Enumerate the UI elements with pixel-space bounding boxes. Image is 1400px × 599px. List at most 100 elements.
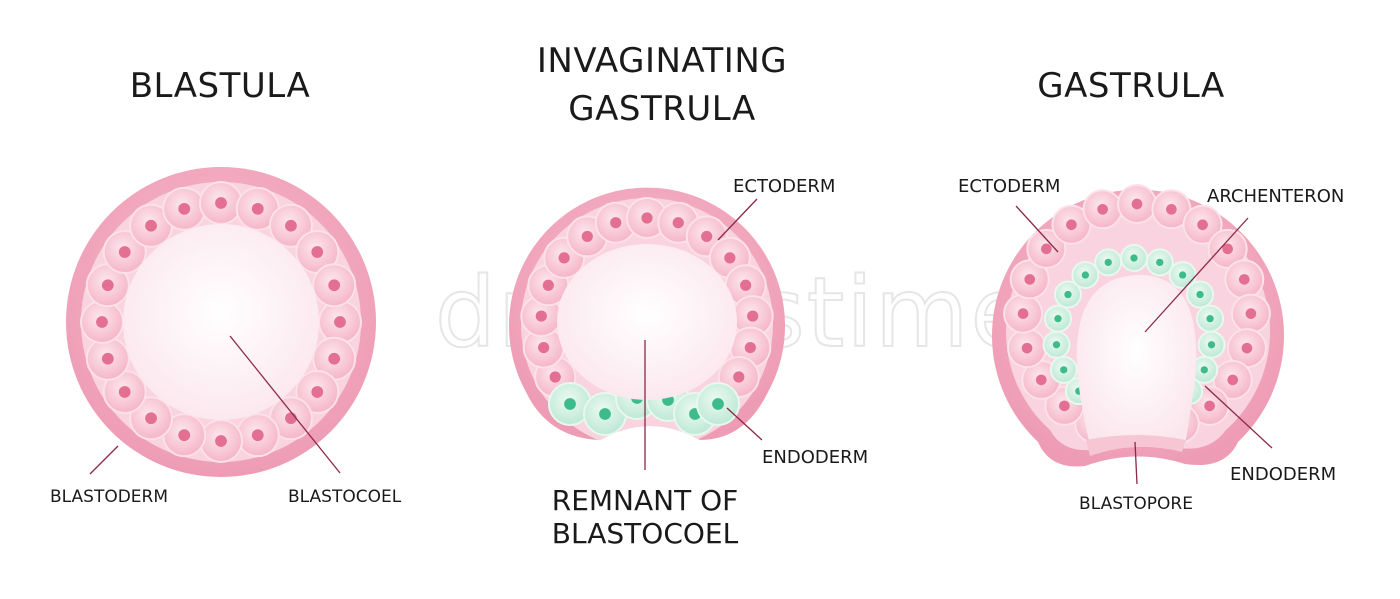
ectoderm-cell-nucleus: [1238, 274, 1250, 285]
endoderm-cell-nucleus: [712, 398, 724, 410]
ectoderm-cell-nucleus: [1222, 243, 1233, 255]
ectoderm-cell-nucleus: [538, 341, 550, 354]
remnant-blastocoel-cavity: [557, 244, 737, 400]
invaginating-title-line1: INVAGINATING: [537, 41, 787, 81]
endoderm-cell-nucleus: [1052, 341, 1061, 349]
endoderm-cell-nucleus: [599, 408, 611, 420]
ectoderm-cell-nucleus: [542, 279, 554, 291]
invaginating-title-line2: GASTRULA: [568, 89, 755, 129]
blastoderm-leader-line: [89, 445, 119, 475]
archenteron-label: ARCHENTERON: [1207, 186, 1344, 207]
ectoderm-cell-nucleus: [549, 371, 561, 383]
blastoderm-cell-nucleus: [178, 429, 191, 442]
blastoderm-cell-nucleus: [334, 316, 346, 328]
ectoderm-cell-nucleus: [1227, 374, 1239, 386]
endoderm-cell-nucleus: [1196, 290, 1204, 299]
blastocoel-label: BLASTOCOEL: [288, 487, 402, 507]
ectoderm-cell-nucleus: [1017, 308, 1029, 319]
ectoderm-cell-nucleus: [610, 217, 622, 229]
ectoderm-cell-nucleus: [535, 310, 547, 322]
ectoderm-cell-nucleus: [740, 279, 752, 291]
endoderm-leader-line-right: [1204, 385, 1273, 449]
ectoderm-cell-nucleus: [1035, 374, 1047, 386]
blastoderm-cell-nucleus: [96, 316, 108, 328]
endoderm-cell-nucleus: [1060, 366, 1068, 374]
ectoderm-label-mid: ECTODERM: [733, 176, 835, 197]
archenteron-cavity: [1076, 274, 1197, 445]
ectoderm-cell-nucleus: [733, 371, 745, 383]
endoderm-cell-nucleus: [1206, 315, 1214, 323]
endoderm-leader-line-mid: [726, 407, 763, 441]
blastoderm-cell-nucleus: [251, 429, 264, 442]
ectoderm-cell-nucleus: [672, 217, 684, 229]
endoderm-cell-nucleus: [1178, 271, 1187, 279]
endoderm-cell-nucleus: [1156, 258, 1164, 267]
blastoderm-cell-nucleus: [101, 279, 114, 292]
ectoderm-cell-nucleus: [747, 310, 759, 322]
blastoderm-cell-nucleus: [145, 219, 157, 232]
ectoderm-leader-line-mid: [717, 198, 758, 241]
blastopore-leader-line: [1134, 441, 1138, 485]
remnant-label-line1: REMNANT OF: [552, 484, 739, 517]
ectoderm-cell-nucleus: [1204, 400, 1215, 412]
endoderm-label-mid: ENDODERM: [762, 447, 868, 468]
ectoderm-cell-nucleus: [1066, 219, 1077, 231]
ectoderm-leader-line-right: [1015, 205, 1059, 253]
ectoderm-cell-nucleus: [1041, 243, 1052, 255]
endoderm-label-right: ENDODERM: [1230, 464, 1336, 485]
blastoderm-cell-nucleus: [118, 246, 131, 258]
endoderm-cell-nucleus: [1200, 366, 1208, 374]
blastoderm-cell-nucleus: [178, 202, 191, 215]
ectoderm-cell-nucleus: [724, 252, 736, 264]
blastoderm-cell-nucleus: [285, 219, 297, 232]
gastrula-title: GASTRULA: [1037, 66, 1224, 106]
blastoderm-cell-nucleus: [311, 246, 324, 258]
ectoderm-cell-nucleus: [1021, 342, 1033, 354]
blastocoel-leader-line: [229, 335, 341, 474]
invaginating-ectoderm-cells: [520, 197, 774, 398]
blastopore-opening: [1086, 435, 1186, 456]
blastoderm-cell-nucleus: [328, 279, 341, 292]
blastula-title: BLASTULA: [130, 66, 311, 106]
blastocoel-cavity: [123, 224, 319, 420]
blastoderm-label: BLASTODERM: [50, 487, 168, 507]
blastoderm-cell-nucleus: [215, 435, 227, 447]
remnant-label-line2: BLASTOCOEL: [552, 517, 739, 550]
ectoderm-cell-nucleus: [1245, 308, 1257, 319]
blastoderm-cell-ring: [80, 181, 362, 463]
blastoderm-cell-nucleus: [311, 386, 324, 398]
ectoderm-cell-nucleus: [641, 212, 653, 224]
endoderm-cell-nucleus: [1064, 290, 1072, 299]
ectoderm-cell-nucleus: [1097, 203, 1108, 215]
ectoderm-cell-nucleus: [1131, 198, 1143, 210]
blastoderm-cell-nucleus: [145, 412, 157, 425]
gastrula-panel: GASTRULA ECTODERM ARCHENTERON ENDODERM B…: [958, 66, 1344, 514]
ectoderm-cell-nucleus: [1166, 203, 1177, 215]
blastoderm-cell-nucleus: [215, 197, 227, 209]
ectoderm-cell-nucleus: [1197, 219, 1208, 231]
endoderm-cell-nucleus: [1081, 271, 1090, 279]
ectoderm-cell-nucleus: [701, 230, 713, 243]
endoderm-cell-nucleus: [1130, 254, 1138, 262]
invaginating-gastrula-panel: INVAGINATING GASTRULA ECTODERM ENDODERM …: [509, 41, 868, 550]
blastoderm-cell-nucleus: [251, 202, 264, 215]
ectoderm-cell-nucleus: [1024, 274, 1036, 285]
blastula-panel: BLASTULA BLASTODERM BLASTOCOEL: [50, 66, 402, 507]
ectoderm-cell-nucleus: [581, 230, 593, 243]
endoderm-cell-nucleus: [564, 398, 576, 410]
ectoderm-label-right: ECTODERM: [958, 176, 1060, 197]
ectoderm-cell-nucleus: [558, 252, 570, 264]
blastoderm-cell-nucleus: [285, 412, 297, 425]
endoderm-cell-nucleus: [1054, 315, 1062, 323]
blastopore-label: BLASTOPORE: [1079, 494, 1193, 514]
ectoderm-cell-nucleus: [744, 341, 756, 354]
blastoderm-cell-nucleus: [101, 352, 114, 365]
endoderm-cell-nucleus: [1104, 258, 1112, 267]
archenteron-leader-line: [1144, 217, 1249, 333]
ectoderm-cell-nucleus: [1241, 342, 1253, 354]
blastoderm-cell-nucleus: [328, 352, 341, 365]
ectoderm-cell-nucleus: [1059, 400, 1070, 412]
blastoderm-cell-nucleus: [118, 386, 131, 398]
endoderm-cell-nucleus: [1207, 341, 1216, 349]
